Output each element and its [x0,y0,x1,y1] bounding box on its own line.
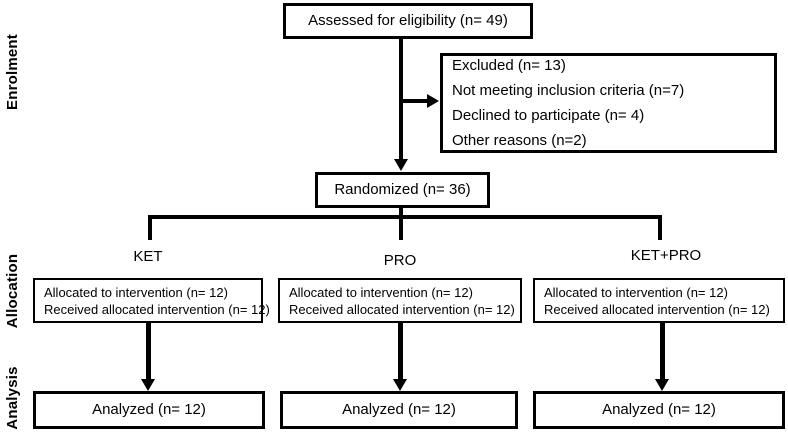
connector-alloc-analysis-ket [146,323,151,379]
arrowhead-into-randomized [394,159,408,171]
stage-label-analysis: Analysis [4,366,21,430]
branch-drop-ket [148,215,152,240]
excluded-line-declined: Declined to participate (n= 4) [452,107,645,124]
randomized-box: Randomized (n= 36) [315,172,490,208]
assessed-label: Assessed for eligibility (n= 49) [308,12,508,29]
allocation-box-ketpro: Allocated to intervention (n= 12) Receiv… [533,278,785,323]
arrowhead-into-analyzed-ketpro [655,379,669,391]
allocated-line-pro: Allocated to intervention (n= 12) [289,284,473,300]
excluded-line-criteria: Not meeting inclusion criteria (n=7) [452,82,685,99]
connector-alloc-analysis-pro [398,323,403,379]
branch-drop-ketpro [658,215,662,240]
received-line-ketpro: Received allocated intervention (n= 12) [544,301,770,317]
stage-label-allocation: Allocation [4,253,21,329]
allocation-box-pro: Allocated to intervention (n= 12) Receiv… [278,278,522,323]
connector-to-excluded [401,99,428,103]
connector-alloc-analysis-ketpro [660,323,665,379]
branch-drop-pro [399,215,403,240]
allocated-line-ket: Allocated to intervention (n= 12) [44,284,228,300]
analyzed-label-pro: Analyzed (n= 12) [342,401,456,418]
allocation-box-ket: Allocated to intervention (n= 12) Receiv… [33,278,270,323]
received-line-ket: Received allocated intervention (n= 12) [44,301,270,317]
analyzed-box-pro: Analyzed (n= 12) [280,391,518,429]
excluded-line-total: Excluded (n= 13) [452,57,566,74]
excluded-line-other: Other reasons (n=2) [452,132,587,149]
arrowhead-into-excluded [427,94,439,108]
stage-label-enrolment: Enrolment [4,34,21,110]
arrowhead-into-analyzed-ket [141,379,155,391]
received-line-pro: Received allocated intervention (n= 12) [289,301,515,317]
branch-horizontal-line [148,215,662,219]
allocated-line-ketpro: Allocated to intervention (n= 12) [544,284,728,300]
arrowhead-into-analyzed-pro [393,379,407,391]
group-label-ketpro: KET+PRO [630,247,702,264]
analyzed-label-ketpro: Analyzed (n= 12) [602,401,716,418]
group-label-ket: KET [133,248,163,265]
randomized-label: Randomized (n= 36) [334,181,471,198]
connector-randomized-branch [399,205,403,217]
assessed-box: Assessed for eligibility (n= 49) [283,3,533,39]
analyzed-box-ket: Analyzed (n= 12) [33,391,265,429]
excluded-box: Excluded (n= 13) Not meeting inclusion c… [440,53,777,153]
analyzed-label-ket: Analyzed (n= 12) [92,401,206,418]
group-label-pro: PRO [383,252,417,269]
analyzed-box-ketpro: Analyzed (n= 12) [533,391,785,429]
